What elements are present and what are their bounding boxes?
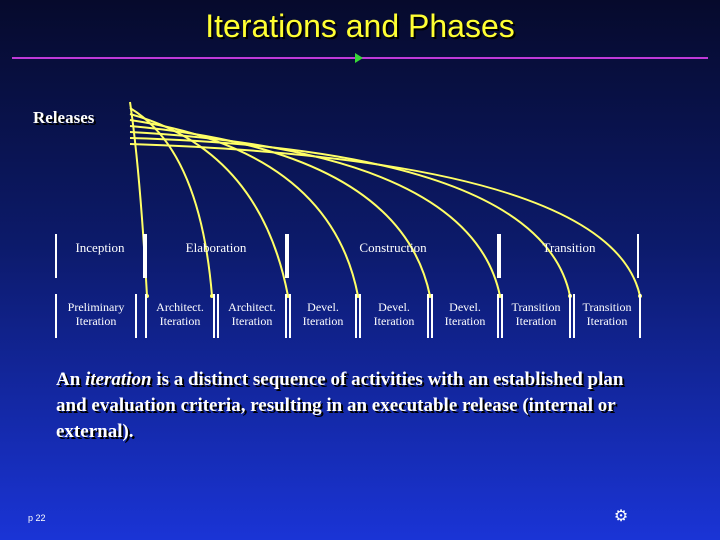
definition-prefix: An	[56, 369, 86, 390]
release-arc-5	[129, 125, 431, 297]
slide-title: Iterations and Phases	[205, 8, 515, 44]
gear-icon[interactable]: ⚙	[613, 508, 629, 525]
iteration-cell: Devel. Iteration	[289, 294, 357, 338]
release-arc-8	[129, 143, 641, 297]
iteration-cell: Devel. Iteration	[359, 294, 429, 338]
iteration-label: Transition Iteration	[582, 300, 632, 328]
definition-term: iteration	[85, 369, 152, 390]
phase-construction: Construction	[287, 234, 499, 278]
release-arc-7	[129, 137, 571, 297]
iteration-cell: Architect. Iteration	[145, 294, 215, 338]
definition-suffix: is a distinct sequence of activities wit…	[56, 369, 624, 442]
iteration-definition: An iteration is a distinct sequence of a…	[56, 367, 656, 445]
phase-label: Elaboration	[185, 240, 247, 255]
iteration-cell: Architect. Iteration	[217, 294, 287, 338]
iteration-label: Transition Iteration	[511, 300, 561, 328]
phase-row: Inception Elaboration Construction Trans…	[55, 234, 639, 278]
iteration-label: Preliminary Iteration	[67, 300, 125, 328]
divider-arrow-icon	[355, 53, 363, 63]
iteration-label: Devel. Iteration	[444, 300, 486, 328]
page-number: p 22	[28, 513, 46, 523]
phase-label: Construction	[359, 240, 427, 255]
iteration-row: Preliminary Iteration Architect. Iterati…	[55, 294, 641, 338]
phase-label: Transition	[542, 240, 596, 255]
releases-label: Releases	[33, 108, 95, 127]
iteration-label: Devel. Iteration	[302, 300, 344, 328]
phase-label: Inception	[75, 240, 125, 255]
phase-inception: Inception	[55, 234, 145, 278]
iteration-cell: Transition Iteration	[573, 294, 641, 338]
release-arc-4	[129, 119, 359, 297]
iteration-cell: Preliminary Iteration	[55, 294, 137, 338]
release-arc-6	[129, 131, 501, 297]
phase-elaboration: Elaboration	[145, 234, 287, 278]
iteration-cell: Transition Iteration	[501, 294, 571, 338]
iteration-label: Architect. Iteration	[228, 300, 276, 328]
iteration-cell: Devel. Iteration	[431, 294, 499, 338]
iteration-label: Devel. Iteration	[373, 300, 415, 328]
phase-transition: Transition	[499, 234, 639, 278]
iteration-label: Architect. Iteration	[156, 300, 204, 328]
